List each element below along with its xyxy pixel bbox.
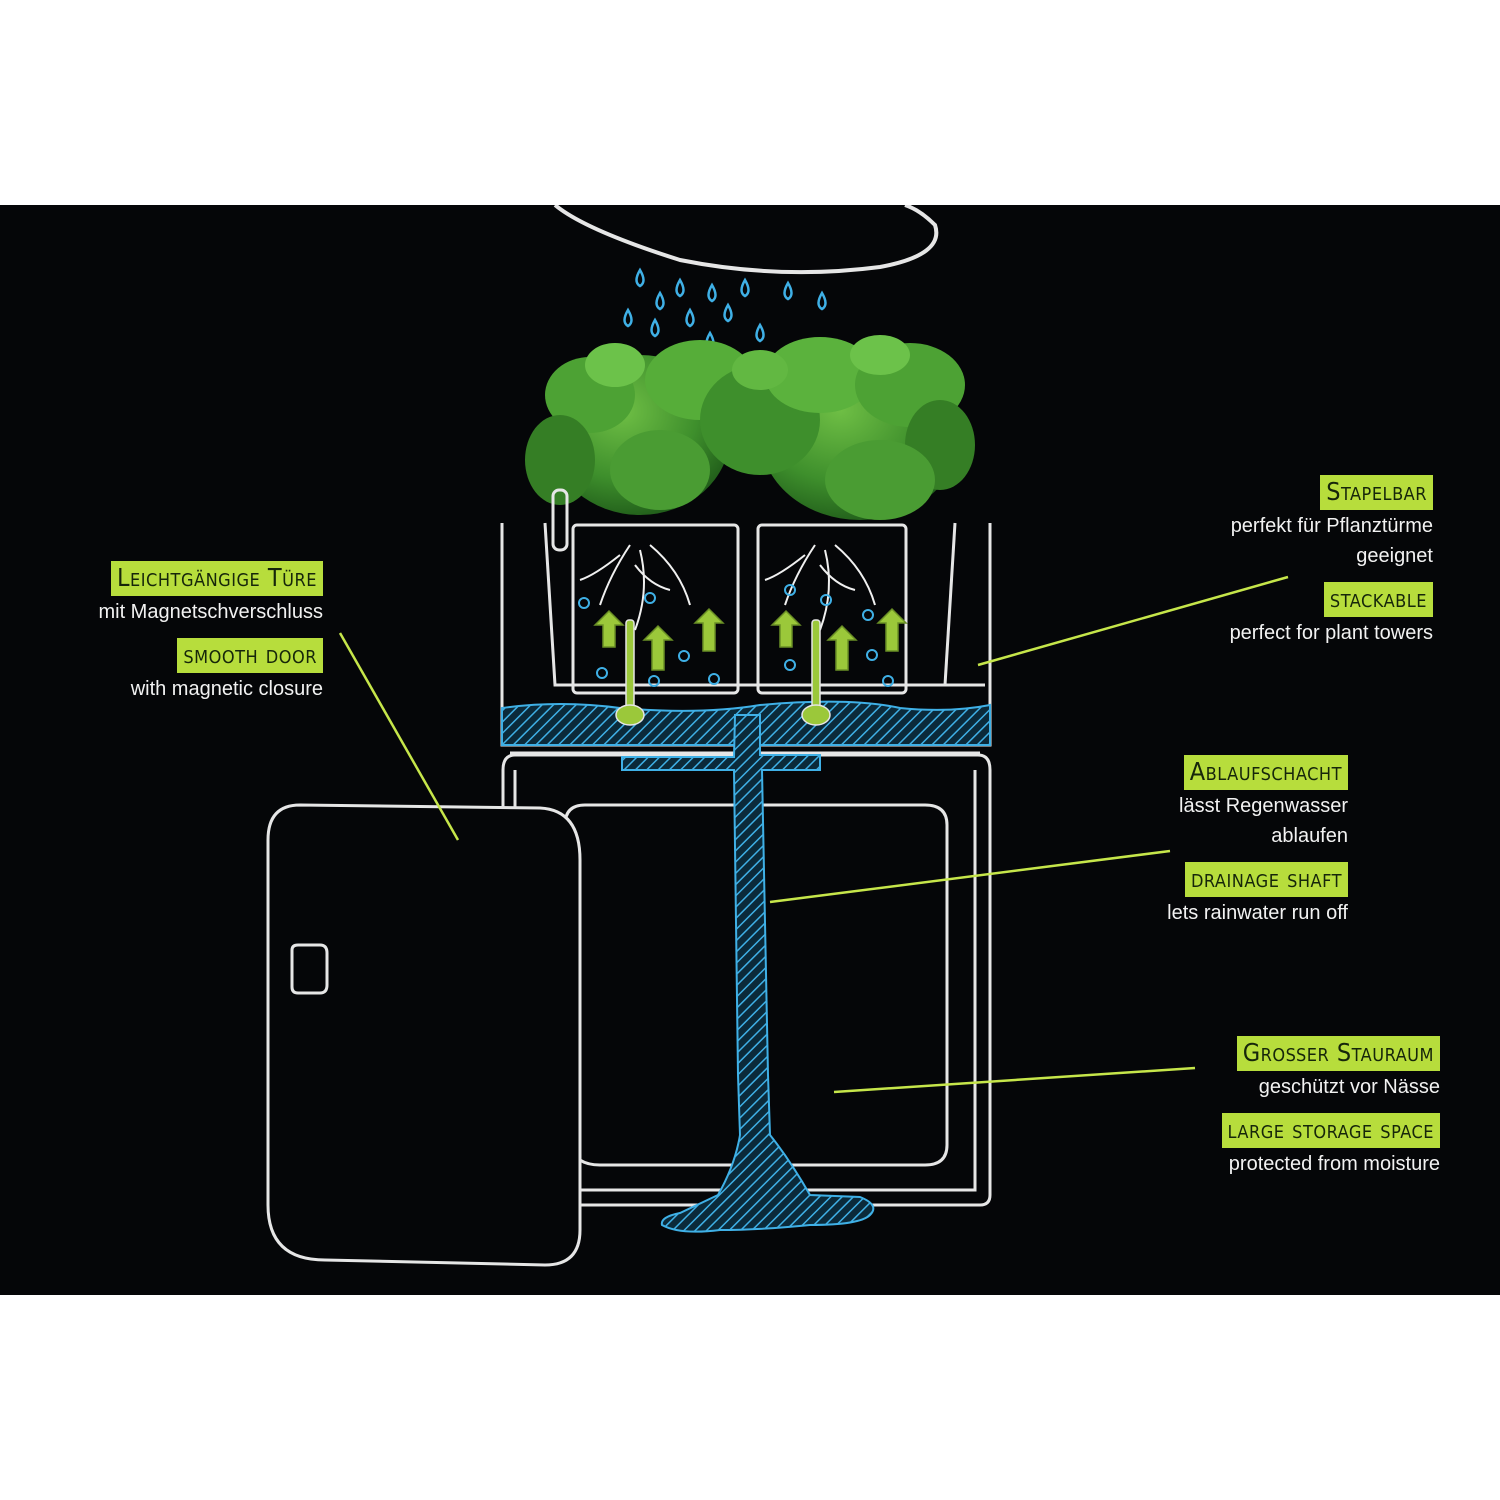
door-title-en: smooth door	[177, 638, 323, 673]
storage-title-de: Großer Stauraum	[1236, 1036, 1440, 1071]
stackable-title-en: stackable	[1323, 582, 1433, 617]
callout-drainage: Ablaufschacht lässt Regenwasser ablaufen…	[1167, 755, 1348, 939]
storage-box-illustration	[266, 205, 1289, 1267]
drainage-desc-de-2: ablaufen	[1271, 825, 1348, 847]
diagram-stage: Leichtgängige Türe mit Magnetschverschlu…	[0, 205, 1500, 1295]
door-title-de: Leichtgängige Türe	[111, 561, 323, 596]
stackable-title-de: Stapelbar	[1320, 475, 1433, 510]
leader-lines	[338, 575, 1289, 1094]
wicks	[615, 619, 831, 726]
wicking-arrows	[593, 607, 908, 671]
drainage-desc-de-1: lässt Regenwasser	[1179, 795, 1348, 817]
callout-door: Leichtgängige Türe mit Magnetschverschlu…	[98, 561, 323, 715]
storage-desc-de: geschützt vor Nässe	[1258, 1076, 1440, 1098]
drainage-title-de: Ablaufschacht	[1183, 755, 1348, 790]
drainage-title-en: drainage shaft	[1184, 862, 1348, 897]
water-bubbles	[578, 584, 894, 687]
drainage-shaft	[621, 714, 875, 1233]
stackable-desc-en: perfect for plant towers	[1229, 622, 1433, 644]
open-door	[266, 803, 582, 1267]
door-desc-de: mit Magnetschverschluss	[98, 601, 323, 623]
storage-desc-en: protected from moisture	[1228, 1153, 1440, 1175]
rain-cloud	[553, 205, 939, 275]
stackable-desc-de-1: perfekt für Pflanztürme	[1230, 515, 1433, 537]
basil-plants	[525, 335, 975, 520]
door-desc-en: with magnetic closure	[130, 678, 323, 700]
callout-stackable: Stapelbar perfekt für Pflanztürme geeign…	[1230, 475, 1433, 659]
callout-storage: Großer Stauraum geschützt vor Nässe larg…	[1221, 1036, 1440, 1190]
plant-roots	[579, 544, 876, 631]
stackable-desc-de-2: geeignet	[1356, 545, 1433, 567]
drainage-desc-en: lets rainwater run off	[1167, 902, 1348, 924]
storage-title-en: large storage space	[1221, 1113, 1440, 1148]
